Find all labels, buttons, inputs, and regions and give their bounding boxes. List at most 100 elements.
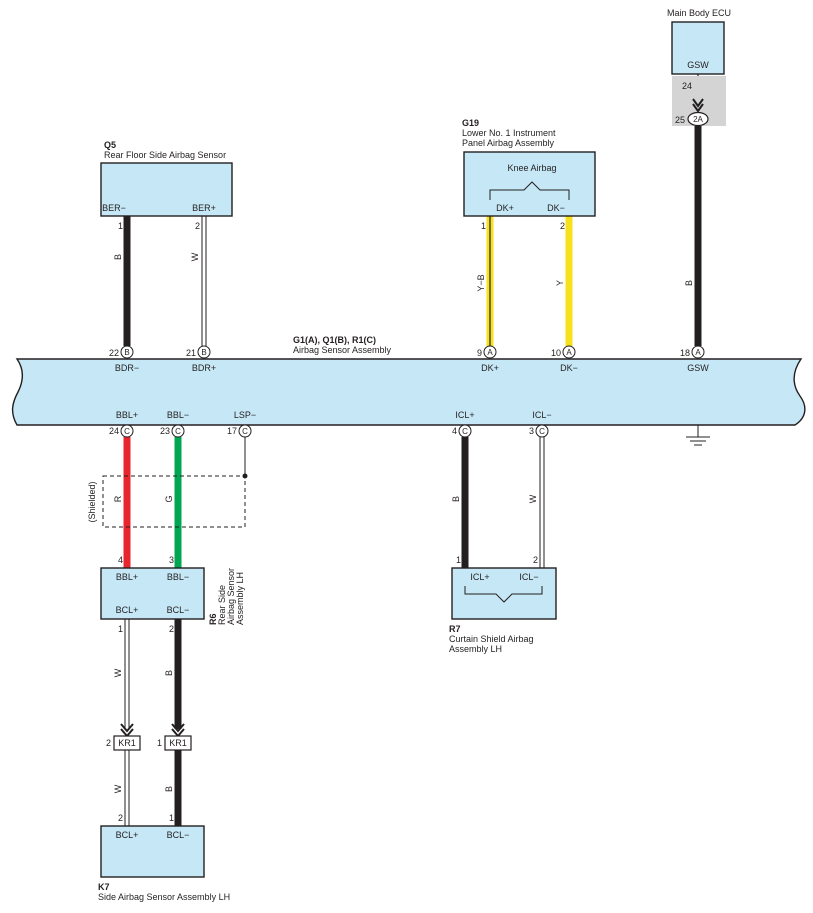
g19-knee-airbag-assembly[interactable]: G19 Lower No. 1 Instrument Panel Airbag …: [462, 118, 596, 231]
kr1-pin-number: 2: [106, 738, 111, 748]
q5-pin-number-2: 2: [195, 221, 200, 231]
connector-2a-label: 2A: [693, 115, 703, 124]
kr1-connector-right[interactable]: 1 KR1: [157, 723, 192, 751]
pin-label: BDR−: [115, 363, 139, 373]
r6-pin-bbl-minus: BBL−: [167, 572, 189, 582]
connector-2a-oval: [687, 111, 709, 127]
k7-pin-number-1: 2: [118, 813, 123, 823]
pin-label: BBL+: [116, 410, 138, 420]
connector-letter: C: [175, 427, 181, 436]
assembly-pin-gsw[interactable]: 18 A GSW: [680, 345, 709, 373]
assembly-pin-icl-minus[interactable]: ICL− 3 C: [529, 410, 552, 438]
g19-name-line2: Panel Airbag Assembly: [462, 138, 555, 148]
assembly-pin-lsp-minus[interactable]: LSP− 17 C: [227, 410, 256, 438]
assembly-pin-bdr-plus[interactable]: 21 B BDR+: [186, 345, 216, 373]
wire-label-gsw: B: [684, 280, 694, 286]
r7-name-line1: Curtain Shield Airbag: [449, 634, 534, 644]
pin-number: 23: [160, 426, 170, 436]
r6-pin-number-top2: 3: [169, 555, 174, 565]
wire-label-icl-plus: B: [451, 496, 461, 502]
r6-name-line1: Rear Side: [217, 585, 227, 625]
pin-number: 17: [227, 426, 237, 436]
airbag-sensor-assembly[interactable]: G1(A), Q1(B), R1(C) Airbag Sensor Assemb…: [11, 335, 806, 426]
r7-pin-number-2: 2: [533, 555, 538, 565]
wire-label-icl-minus: W: [528, 494, 538, 503]
wire-label-g19-2: Y: [555, 280, 565, 286]
pin-number: 21: [186, 348, 196, 358]
wire-label-k7-minus: B: [164, 786, 174, 792]
k7-pin-number-2: 1: [169, 813, 174, 823]
connector-letter: C: [124, 427, 130, 436]
r7-name-line2: Assembly LH: [449, 644, 502, 654]
connector-letter: A: [566, 348, 572, 357]
q5-rear-floor-side-airbag-sensor[interactable]: Q5 Rear Floor Side Airbag Sensor BER− BE…: [100, 140, 233, 231]
pin-number: 24: [109, 426, 119, 436]
pin-label: GSW: [687, 363, 709, 373]
r6-rear-side-airbag-sensor[interactable]: 4 3 BBL+ BBL− BCL+ BCL− 1 2 R6 Rear Side…: [100, 555, 245, 634]
r6-pin-number-top1: 4: [118, 555, 123, 565]
r6-name-line2: Airbag Sensor: [226, 568, 236, 625]
ecu-connector-2a[interactable]: 24 25 2A: [672, 76, 726, 127]
assembly-pin-dk-minus[interactable]: 10 A DK−: [551, 345, 578, 373]
g19-knee-airbag-label: Knee Airbag: [507, 163, 556, 173]
wires: [123, 74, 702, 826]
pin-label: DK+: [481, 363, 499, 373]
wire-label-bcl-minus: B: [164, 670, 174, 676]
ecu-pin-number-25: 25: [675, 115, 685, 125]
g19-pin-number-1: 1: [481, 221, 486, 231]
pin-number: 9: [477, 348, 482, 358]
q5-pin-ber-plus: BER+: [192, 203, 216, 213]
assembly-pin-icl-plus[interactable]: ICL+ 4 C: [452, 410, 475, 438]
connector-letter: B: [124, 348, 129, 357]
r6-code: R6: [208, 613, 218, 625]
g19-pin-dk-minus: DK−: [547, 203, 565, 213]
kr1-label: KR1: [118, 738, 136, 748]
pin-label: BDR+: [192, 363, 216, 373]
assembly-pin-dk-plus[interactable]: 9 A DK+: [477, 345, 499, 373]
pin-label: ICL+: [455, 410, 474, 420]
g19-pin-dk-plus: DK+: [496, 203, 514, 213]
assembly-name: Airbag Sensor Assembly: [293, 345, 392, 355]
k7-code: K7: [98, 882, 110, 892]
connector-letter: B: [201, 348, 206, 357]
pin-label: DK−: [560, 363, 578, 373]
wire-label-bbl-minus: G: [164, 495, 174, 502]
wire-label-q5-1: B: [113, 254, 123, 260]
r6-pin-bcl-minus: BCL−: [167, 605, 190, 615]
wire-label-g19-1: Y−B: [476, 274, 486, 291]
g19-pin-number-2: 2: [560, 221, 565, 231]
k7-side-airbag-sensor[interactable]: 2 1 BCL+ BCL− K7 Side Airbag Sensor Asse…: [98, 813, 230, 902]
r6-pin-bbl-plus: BBL+: [116, 572, 138, 582]
main-body-ecu[interactable]: Main Body ECU GSW: [667, 8, 731, 75]
g19-name-line1: Lower No. 1 Instrument: [462, 128, 556, 138]
k7-name: Side Airbag Sensor Assembly LH: [98, 892, 230, 902]
kr1-connector-left[interactable]: 2 KR1: [106, 723, 141, 751]
r7-pin-number-1: 1: [456, 555, 461, 565]
wire-label-q5-2: W: [190, 252, 200, 261]
wire-label-k7-plus: W: [113, 784, 123, 793]
pin-number: 10: [551, 348, 561, 358]
pin-label: ICL−: [532, 410, 551, 420]
assembly-pin-bbl-minus[interactable]: BBL− 23 C: [160, 410, 189, 438]
shielded-label: (Shielded): [87, 481, 97, 522]
r7-curtain-shield-airbag[interactable]: 1 2 ICL+ ICL− R7 Curtain Shield Airbag A…: [449, 555, 557, 654]
r7-airbag-symbol: [464, 586, 543, 603]
g19-code: G19: [462, 118, 479, 128]
r6-name-line3: Assembly LH: [235, 572, 245, 625]
k7-pin-bcl-plus: BCL+: [116, 830, 139, 840]
connector-arrow-icon: [692, 98, 704, 113]
main-ecu-title: Main Body ECU: [667, 8, 731, 18]
pin-number: 18: [680, 348, 690, 358]
assembly-title: G1(A), Q1(B), R1(C): [293, 335, 376, 345]
assembly-pin-bbl-plus[interactable]: BBL+ 24 C: [109, 410, 138, 438]
r6-pin-number-bot1: 1: [118, 624, 123, 634]
connector-letter: C: [539, 427, 545, 436]
assembly-pin-bdr-minus[interactable]: 22 B BDR−: [109, 345, 139, 373]
ecu-pin-number-24: 24: [682, 81, 692, 91]
main-ecu-pin-gsw: GSW: [687, 60, 709, 70]
q5-name: Rear Floor Side Airbag Sensor: [104, 150, 226, 160]
r7-pin-icl-minus: ICL−: [519, 572, 538, 582]
shield-box: (Shielded): [87, 473, 248, 528]
q5-code: Q5: [104, 140, 116, 150]
r6-pin-bcl-plus: BCL+: [116, 605, 139, 615]
